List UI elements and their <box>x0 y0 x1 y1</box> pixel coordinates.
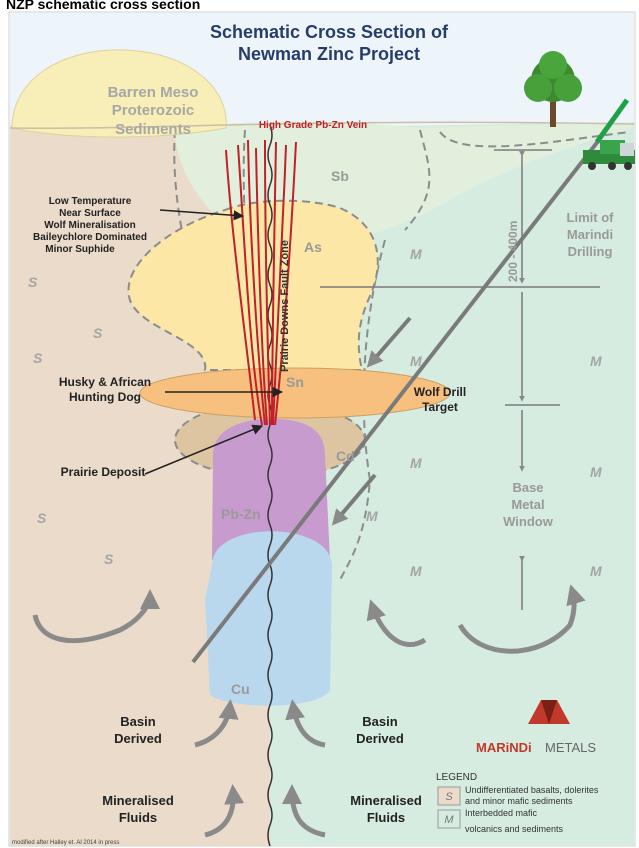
svg-text:Limit of: Limit of <box>567 210 615 225</box>
cu-label: Cu <box>231 681 250 697</box>
vein-label: High Grade Pb-Zn Vein <box>259 120 367 131</box>
svg-text:M: M <box>410 455 422 471</box>
credit-text: modified after Halley et. Al 2014 in pre… <box>12 840 119 846</box>
basin-derived-left-1: Basin <box>120 714 155 729</box>
as-label: As <box>304 239 322 255</box>
mineralised-fluids-left-2: Fluids <box>119 810 157 825</box>
svg-text:Marindi: Marindi <box>567 227 613 242</box>
sb-label: Sb <box>331 168 349 184</box>
svg-text:Drilling: Drilling <box>568 244 613 259</box>
mineralised-fluids-right-2: Fluids <box>367 810 405 825</box>
svg-text:M: M <box>410 563 422 579</box>
basin-derived-right-1: Basin <box>362 714 397 729</box>
prairie-deposit-label: Prairie Deposit <box>61 465 146 479</box>
legend-s-text-1: Undifferentiated basalts, dolerites <box>465 785 599 795</box>
svg-text:M: M <box>410 353 422 369</box>
pbzn-label: Pb-Zn <box>221 506 261 522</box>
svg-text:Metal: Metal <box>511 497 544 512</box>
fault-zone-label: Prairie Downs Fault Zone <box>279 240 291 372</box>
wolf-target-label-2: Target <box>422 400 458 414</box>
title-line-1: Schematic Cross Section of <box>210 22 449 42</box>
svg-text:Baileychlore Dominated: Baileychlore Dominated <box>33 232 147 243</box>
legend-m-text-2: volcanics and sediments <box>465 824 564 834</box>
wolf-target-label-1: Wolf Drill <box>414 385 466 399</box>
svg-text:M: M <box>590 563 602 579</box>
svg-text:Base: Base <box>512 480 543 495</box>
legend-s-text-2: and minor mafic sediments <box>465 796 573 806</box>
husky-label-1: Husky & African <box>59 375 151 389</box>
svg-text:S: S <box>33 350 43 366</box>
depth-label: 200 - 400m <box>506 221 520 282</box>
mineralised-fluids-left-1: Mineralised <box>102 793 174 808</box>
svg-text:S: S <box>104 551 114 567</box>
logo-brand-light: METALS <box>545 740 596 755</box>
svg-text:M: M <box>444 814 454 826</box>
svg-text:Wolf Mineralisation: Wolf Mineralisation <box>44 220 136 231</box>
mineralised-fluids-right-1: Mineralised <box>350 793 422 808</box>
basin-derived-right-2: Derived <box>356 731 404 746</box>
limit-drilling-label: Limit of Marindi Drilling <box>567 210 615 259</box>
svg-text:Minor Suphide: Minor Suphide <box>45 244 115 255</box>
svg-text:M: M <box>590 353 602 369</box>
barren-label-2: Proterozoic <box>112 102 195 119</box>
svg-text:S: S <box>28 274 38 290</box>
legend-title: LEGEND <box>436 772 477 783</box>
svg-text:Window: Window <box>503 514 554 529</box>
legend-m-text-1: Interbedded mafic <box>465 808 538 818</box>
svg-text:M: M <box>410 246 422 262</box>
svg-text:S: S <box>37 510 47 526</box>
logo-brand-bold: MARiNDi <box>476 740 532 755</box>
basin-derived-left-2: Derived <box>114 731 162 746</box>
barren-label-1: Barren Meso <box>108 84 199 101</box>
svg-text:M: M <box>590 464 602 480</box>
title-line-2: Newman Zinc Project <box>238 44 420 64</box>
husky-label-2: Hunting Dog <box>69 390 141 404</box>
svg-text:M: M <box>366 508 378 524</box>
svg-text:S: S <box>445 791 453 803</box>
sn-label: Sn <box>286 374 304 390</box>
svg-text:S: S <box>93 325 103 341</box>
barren-label-3: Sediments <box>115 121 191 138</box>
svg-text:Low Temperature: Low Temperature <box>49 196 132 207</box>
cd-label: Cd <box>336 448 355 464</box>
svg-text:Near Surface: Near Surface <box>59 208 121 219</box>
